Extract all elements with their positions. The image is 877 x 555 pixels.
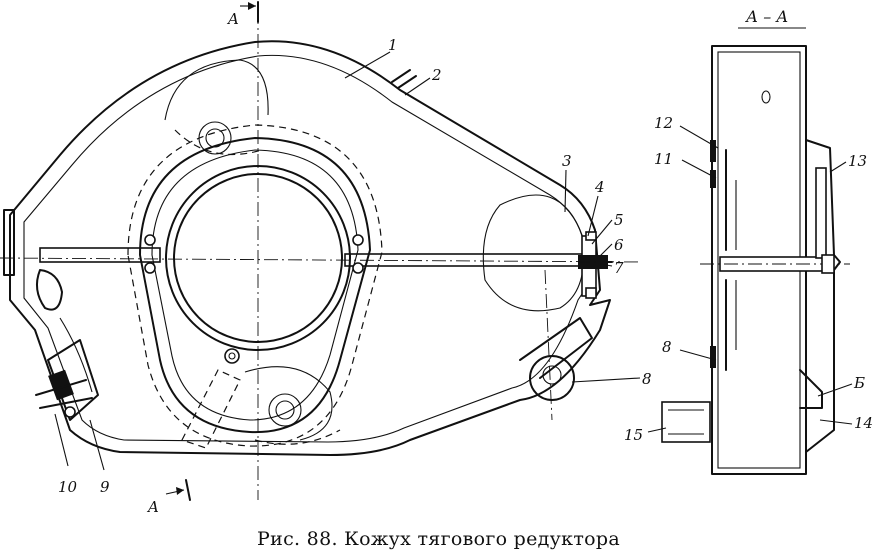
gear-housing-inner bbox=[151, 149, 359, 421]
upper-pinion-hidden bbox=[164, 59, 269, 156]
section-view-title: А – А bbox=[745, 7, 788, 26]
left-wall-detail bbox=[710, 140, 737, 371]
lower-strut-hidden bbox=[181, 369, 241, 449]
callout-10: 10 bbox=[58, 478, 78, 496]
main-view: A A 1 2 3 4 5 6 7 8 9 10 bbox=[0, 1, 652, 516]
left-flange bbox=[3, 209, 15, 276]
section-mark-top: A bbox=[226, 1, 259, 28]
top-plug bbox=[391, 69, 417, 89]
stub-pipe bbox=[661, 401, 711, 443]
section-letter-bottom: A bbox=[146, 498, 159, 516]
callout-2: 2 bbox=[431, 66, 442, 84]
callout-8-section: 8 bbox=[662, 338, 672, 356]
section-leaders bbox=[647, 125, 853, 433]
section-letter-top: A bbox=[226, 10, 239, 28]
figure-caption: Рис. 88. Кожух тягового редуктора bbox=[257, 528, 620, 550]
main-leaders bbox=[54, 51, 641, 471]
casing-outline bbox=[9, 40, 611, 456]
right-cover-plate bbox=[815, 167, 827, 259]
flange-bolts bbox=[144, 234, 364, 364]
callout-11: 11 bbox=[654, 150, 673, 168]
callout-15: 15 bbox=[624, 426, 643, 444]
central-bore-inner bbox=[173, 173, 343, 343]
gear-housing-dashed bbox=[127, 124, 383, 447]
callout-3: 3 bbox=[562, 152, 572, 170]
right-bolt-joint bbox=[578, 231, 613, 299]
callout-b: Б bbox=[853, 374, 865, 392]
callout-1: 1 bbox=[388, 36, 398, 54]
horizontal-centerline bbox=[0, 257, 641, 263]
parting-strip-left bbox=[39, 247, 161, 263]
callout-14: 14 bbox=[854, 414, 873, 432]
section-mark-bottom: A bbox=[146, 479, 191, 516]
lower-pinion-hidden bbox=[244, 366, 341, 445]
bump-b bbox=[799, 369, 823, 409]
callout-13: 13 bbox=[848, 152, 867, 170]
callout-9: 9 bbox=[100, 478, 110, 496]
right-cover bbox=[805, 139, 841, 453]
callout-4: 4 bbox=[594, 178, 605, 196]
callout-12: 12 bbox=[654, 114, 673, 132]
callout-6: 6 bbox=[614, 236, 624, 254]
callout-8-main: 8 bbox=[642, 370, 652, 388]
gear-housing-outer bbox=[139, 137, 371, 434]
callout-7: 7 bbox=[614, 259, 624, 277]
breather-assembly bbox=[35, 269, 99, 421]
right-pinion-hidden bbox=[482, 194, 585, 312]
callout-5: 5 bbox=[614, 211, 624, 229]
section-view: А – А bbox=[624, 7, 873, 475]
right-lug bbox=[519, 317, 593, 401]
